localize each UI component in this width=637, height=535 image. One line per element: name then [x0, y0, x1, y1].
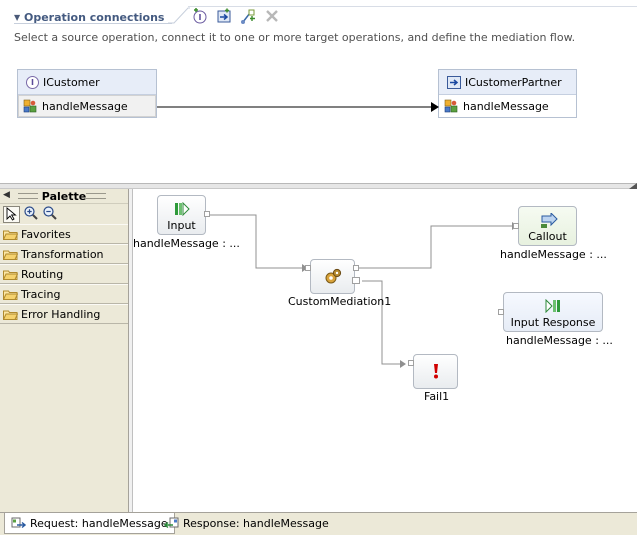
gears-icon — [325, 268, 342, 284]
folder-icon — [3, 270, 18, 280]
collapse-icon[interactable]: ▼ — [14, 12, 21, 22]
palette-grip-left — [18, 193, 38, 199]
wire-input-to-mediation — [210, 214, 302, 269]
mediation-in-terminal[interactable] — [305, 265, 311, 271]
target-interface-box: ICustomerPartner handleMessage — [438, 69, 577, 118]
input-node-icon — [175, 202, 190, 216]
input-node-caption: handleMessage : ... — [133, 237, 240, 250]
reference-icon — [447, 75, 461, 89]
callout-node-caption: handleMessage : ... — [500, 248, 607, 261]
connect-icon[interactable] — [239, 7, 257, 25]
palette-border — [129, 189, 133, 512]
tab-response-label: Response: handleMessage — [183, 517, 329, 530]
palette-drawer-favorites[interactable]: Favorites — [0, 224, 128, 244]
palette-header[interactable]: ◀ Palette — [0, 189, 128, 204]
source-interface-box: I ICustomer handleMessage — [17, 69, 157, 118]
target-interface-header[interactable]: ICustomerPartner — [439, 70, 576, 95]
palette-drawer-tracing[interactable]: Tracing — [0, 284, 128, 304]
input-response-node-caption: handleMessage : ... — [506, 334, 613, 347]
palette-drawer-label: Tracing — [21, 287, 61, 301]
palette: ◀ Palette Favorites Transformation Routi… — [0, 189, 129, 512]
palette-drawer-error-handling[interactable]: Error Handling — [0, 304, 128, 324]
section-rule — [188, 6, 637, 7]
palette-grip-right — [86, 193, 106, 199]
fail-in-terminal[interactable] — [408, 360, 414, 366]
add-reference-icon[interactable] — [215, 7, 233, 25]
palette-drawer-label: Favorites — [21, 227, 71, 241]
tab-request[interactable]: Request: handleMessage — [4, 513, 175, 534]
source-operation-row[interactable]: handleMessage — [18, 95, 156, 117]
input-response-node[interactable]: Input Response — [503, 292, 603, 332]
interface-icon: I — [26, 75, 39, 89]
input-response-node-label: Input Response — [510, 316, 596, 329]
zoom-in-icon[interactable] — [23, 205, 39, 224]
error-icon — [434, 364, 438, 379]
source-interface-name: ICustomer — [43, 75, 100, 89]
wire-mediation-to-callout — [358, 225, 512, 269]
callout-node[interactable]: Callout — [518, 206, 577, 246]
folder-icon — [3, 310, 18, 320]
folder-icon — [3, 290, 18, 300]
flow-tab-bar: Request: handleMessage Response: handleM… — [0, 512, 637, 535]
input-response-in-terminal[interactable] — [498, 309, 504, 315]
section-title-divider — [168, 7, 190, 24]
section-description: Select a source operation, connect it to… — [14, 31, 576, 44]
palette-title: Palette — [41, 189, 87, 203]
tab-request-label: Request: handleMessage — [30, 516, 168, 530]
palette-drawer-label: Routing — [21, 267, 64, 281]
target-operation-label: handleMessage — [463, 99, 549, 113]
palette-drawer-label: Error Handling — [21, 307, 101, 321]
target-interface-name: ICustomerPartner — [465, 75, 562, 89]
custom-mediation-caption: CustomMediation1 — [288, 295, 392, 308]
callout-node-label: Callout — [528, 230, 567, 243]
folder-icon — [3, 230, 18, 240]
delete-icon[interactable] — [263, 7, 281, 25]
add-interface-icon[interactable]: I — [191, 7, 209, 25]
operation-icon — [444, 99, 458, 113]
mediation-out-terminal[interactable] — [353, 265, 359, 271]
input-node-label: Input — [167, 219, 196, 232]
target-operation-row[interactable]: handleMessage — [439, 95, 576, 117]
fail-node[interactable] — [413, 354, 458, 389]
palette-drawer-label: Transformation — [21, 247, 104, 261]
tab-response[interactable]: Response: handleMessage — [158, 513, 335, 534]
operation-connections-header[interactable]: ▼ Operation connections — [14, 8, 164, 26]
callout-node-icon — [541, 213, 558, 228]
select-arrow-icon[interactable] — [3, 205, 20, 223]
operation-connection-wire[interactable] — [155, 99, 440, 113]
source-interface-header[interactable]: I ICustomer — [18, 70, 156, 95]
input-response-node-icon — [545, 299, 560, 313]
mediation-fail-terminal[interactable] — [352, 277, 360, 284]
callout-in-terminal[interactable] — [513, 223, 519, 229]
operation-icon — [23, 99, 37, 113]
folder-icon — [3, 250, 18, 260]
input-node[interactable]: Input — [157, 195, 206, 235]
palette-drawer-routing[interactable]: Routing — [0, 264, 128, 284]
section-title: Operation connections — [24, 10, 165, 24]
input-out-terminal[interactable] — [204, 211, 210, 217]
section-title-underline — [14, 23, 172, 24]
palette-collapse-icon[interactable]: ◀ — [3, 190, 10, 200]
response-flow-icon — [164, 517, 179, 529]
source-operation-label: handleMessage — [42, 99, 128, 113]
fail-node-caption: Fail1 — [424, 390, 450, 403]
palette-drawer-transformation[interactable]: Transformation — [0, 244, 128, 264]
editor-sash[interactable] — [0, 183, 637, 189]
svg-text:I: I — [199, 13, 202, 22]
sash-arrow-icon[interactable] — [629, 183, 637, 189]
wire-arrowhead — [400, 360, 406, 368]
wire-mediation-to-fail — [362, 280, 400, 365]
zoom-out-icon[interactable] — [42, 205, 58, 224]
custom-mediation-node[interactable] — [310, 259, 355, 294]
palette-tools — [0, 204, 128, 224]
request-flow-icon — [11, 517, 26, 528]
